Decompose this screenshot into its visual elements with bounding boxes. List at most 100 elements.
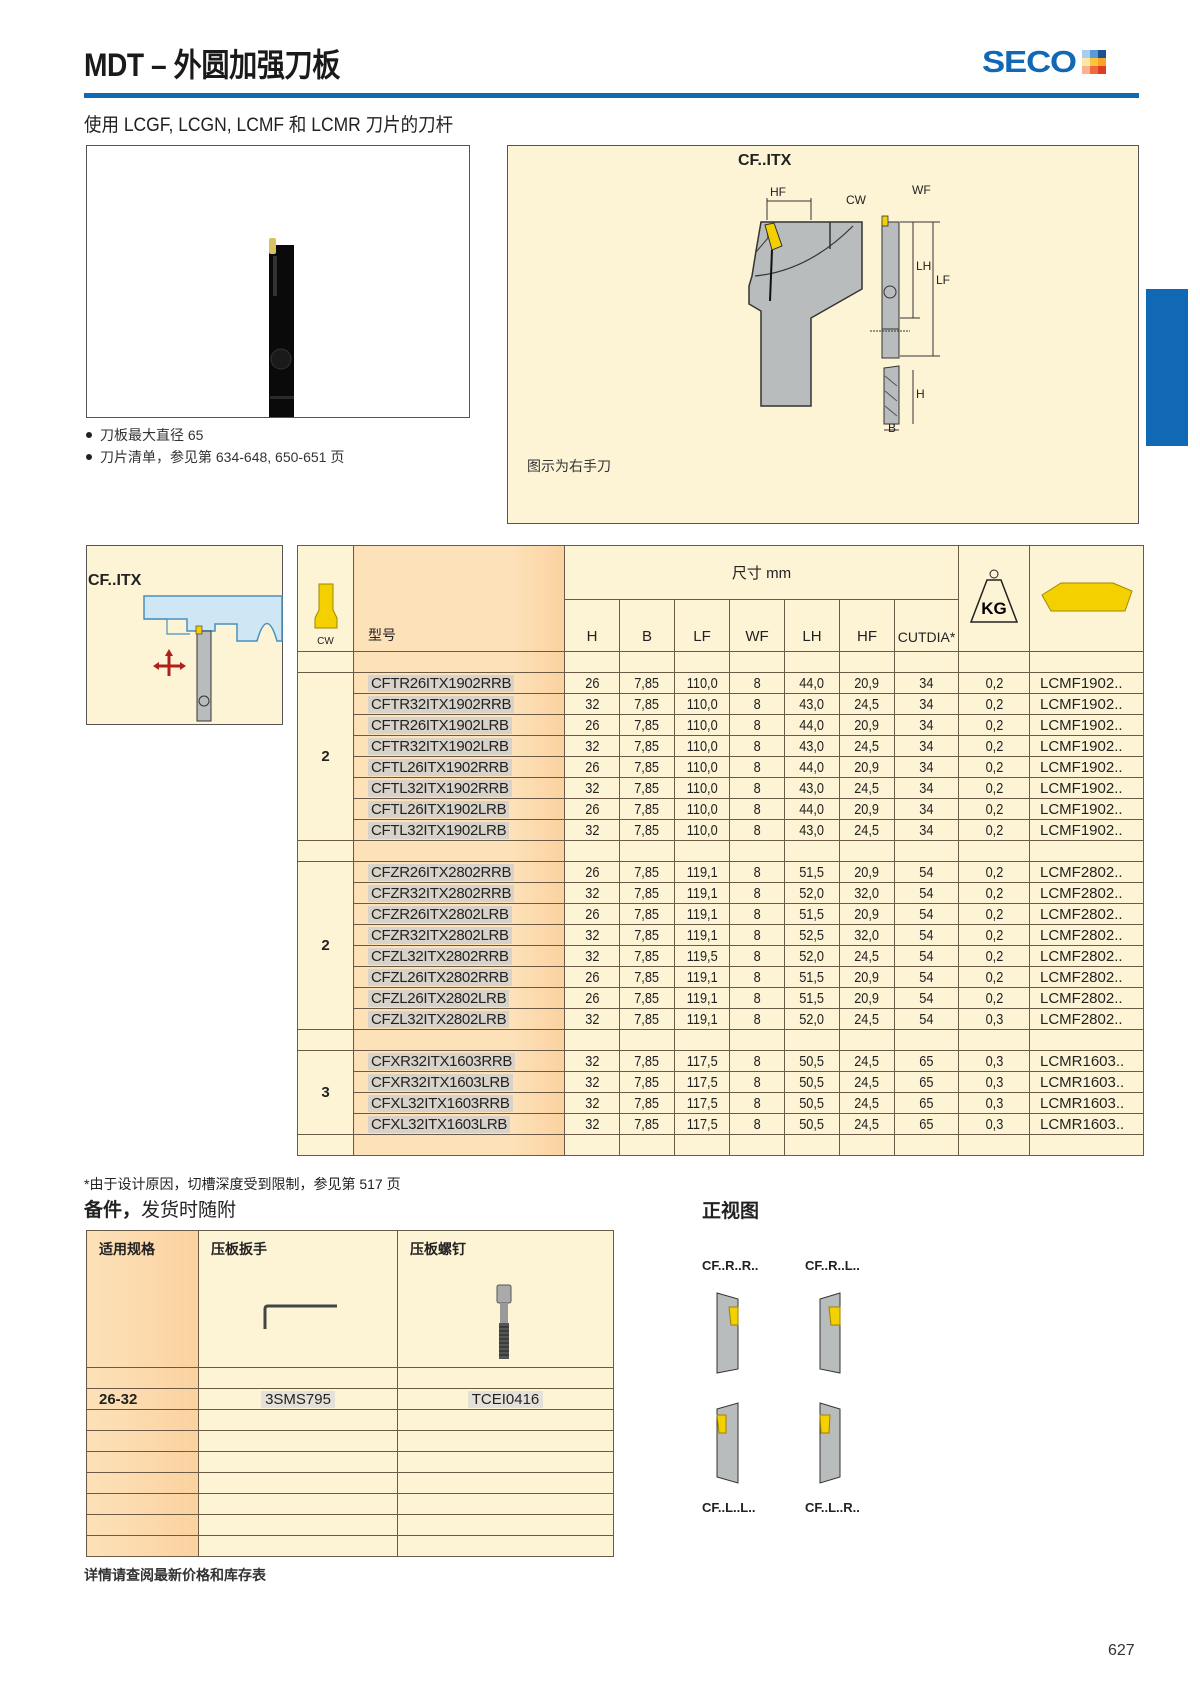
cell-cutdia: 54 [919, 926, 934, 944]
cell-b: 7,85 [634, 884, 660, 902]
cell-lh: 44,0 [799, 758, 825, 776]
cell-h: 32 [584, 821, 600, 839]
cell-b: 7,85 [634, 758, 660, 776]
cell-lf: 119,1 [686, 926, 718, 944]
cell-wf: 8 [753, 926, 761, 944]
cell-lh: 52,0 [799, 884, 825, 902]
hex-key-part-number: 3SMS795 [261, 1390, 335, 1408]
page-title: MDT – 外圆加强刀板 [84, 47, 340, 83]
spacer-row [297, 840, 1144, 862]
cell-hf: 24,5 [854, 821, 880, 839]
cell-lf: 117,5 [686, 1052, 718, 1070]
model-code: CFTL32ITX1902LRB [368, 821, 510, 839]
cell-weight: 0,2 [985, 926, 1003, 944]
cell-insert: LCMF2802.. [1029, 987, 1144, 1009]
cell-h: 26 [584, 716, 600, 734]
clamp-screw-icon [496, 1284, 512, 1359]
cell-insert: LCMF1902.. [1029, 756, 1144, 778]
spares-title-bold: 备件， [84, 1200, 142, 1221]
cell-lh: 44,0 [799, 800, 825, 818]
model-code: CFXR32ITX1603LRB [368, 1073, 513, 1091]
model-header: 型号 [353, 545, 565, 652]
cell-hf: 20,9 [854, 758, 880, 776]
cell-cutdia: 54 [919, 884, 934, 902]
cell-lf: 119,1 [686, 989, 718, 1007]
cell-insert: LCMF1902.. [1029, 672, 1144, 694]
col-wf: WF [729, 599, 785, 652]
insert-shape-icon [1040, 582, 1133, 611]
cell-lh: 50,5 [799, 1073, 825, 1091]
cell-cutdia: 34 [919, 821, 934, 839]
cell-lh: 51,5 [799, 989, 825, 1007]
application-box-title: CF..ITX [88, 572, 142, 589]
cell-wf: 8 [753, 968, 761, 986]
cell-b: 7,85 [634, 716, 660, 734]
model-code: CFTR26ITX1902RRB [368, 674, 515, 692]
cell-b: 7,85 [634, 905, 660, 923]
cell-weight: 0,2 [985, 737, 1003, 755]
dim-wf-label: WF [912, 183, 931, 197]
cell-lf: 117,5 [686, 1115, 718, 1133]
cell-insert: LCMR1603.. [1029, 1050, 1144, 1072]
cell-wf: 8 [753, 1094, 761, 1112]
cell-h: 32 [584, 947, 600, 965]
cell-weight: 0,2 [985, 905, 1003, 923]
cell-hf: 20,9 [854, 716, 880, 734]
cell-wf: 8 [753, 821, 761, 839]
cell-lf: 110,0 [686, 674, 718, 692]
screw-part-number: TCEI0416 [467, 1390, 544, 1408]
cell-b: 7,85 [634, 1094, 660, 1112]
cell-lh: 43,0 [799, 695, 825, 713]
spacer-row [297, 651, 1144, 673]
cell-weight: 0,3 [985, 1115, 1003, 1133]
cell-lh: 43,0 [799, 821, 825, 839]
cell-h: 26 [584, 674, 600, 692]
dim-lf-label: LF [936, 273, 951, 287]
model-code: CFXR32ITX1603RRB [368, 1052, 516, 1070]
model-code: CFTL26ITX1902RRB [368, 758, 512, 776]
dim-cw-label: CW [846, 193, 866, 207]
note-max-diameter: 刀板最大直径 65 [84, 424, 344, 446]
cell-lh: 51,5 [799, 863, 825, 881]
cell-hf: 24,5 [854, 1094, 880, 1112]
front-view-holders-icon [716, 1292, 841, 1484]
cell-hf: 24,5 [854, 1052, 880, 1070]
weight-header-cell: KG [958, 545, 1030, 652]
cw-label: CW [317, 636, 334, 647]
model-code: CFZL32ITX2802RRB [368, 947, 512, 965]
cell-cutdia: 54 [919, 989, 934, 1007]
tool-holder-photo-icon [269, 238, 294, 417]
model-code: CFZR32ITX2802RRB [368, 884, 515, 902]
cell-lh: 52,0 [799, 1010, 825, 1028]
cell-hf: 24,5 [854, 1115, 880, 1133]
col-b: B [619, 599, 675, 652]
dimension-diagram: HF CW WF LH LF H B [507, 145, 1139, 524]
cell-insert: LCMR1603.. [1029, 1071, 1144, 1093]
cell-cutdia: 34 [919, 737, 934, 755]
insert-header-cell [1029, 545, 1144, 652]
cell-lf: 110,0 [686, 737, 718, 755]
cell-h: 26 [584, 905, 600, 923]
spacer-row [297, 1029, 1144, 1051]
cell-b: 7,85 [634, 989, 660, 1007]
dimensions-group-header: 尺寸 mm [564, 545, 959, 600]
cell-cutdia: 54 [919, 863, 934, 881]
cell-hf: 24,5 [854, 1073, 880, 1091]
cell-lh: 50,5 [799, 1052, 825, 1070]
cell-hf: 20,9 [854, 863, 880, 881]
model-code: CFXL32ITX1603LRB [368, 1115, 511, 1133]
model-code: CFZR26ITX2802RRB [368, 863, 515, 881]
cell-weight: 0,2 [985, 989, 1003, 1007]
cell-lf: 117,5 [686, 1073, 718, 1091]
cell-hf: 20,9 [854, 905, 880, 923]
cell-weight: 0,3 [985, 1010, 1003, 1028]
holder-spec-table: CW 型号 尺寸 mm KG H B LF WF LH HF CUTDIA* 2… [297, 545, 1144, 1156]
cell-h: 32 [584, 1010, 600, 1028]
cell-weight: 0,2 [985, 863, 1003, 881]
cell-weight: 0,3 [985, 1052, 1003, 1070]
